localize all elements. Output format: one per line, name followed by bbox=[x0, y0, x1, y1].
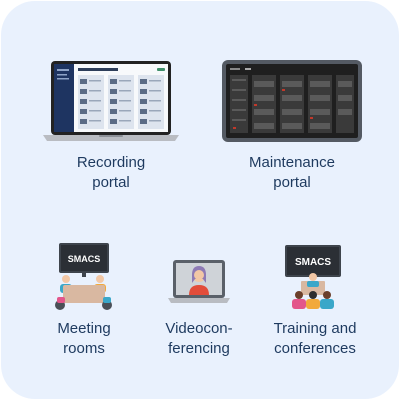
label-line: rooms bbox=[63, 340, 105, 357]
laptop-screenshot-icon bbox=[43, 61, 179, 141]
videoconferencing-label: Videocon- ferencing bbox=[149, 319, 249, 359]
videoconferencing-tile[interactable] bbox=[167, 259, 231, 305]
maintenance-portal-label: Maintenance portal bbox=[217, 153, 367, 193]
meeting-rooms-label: Meeting rooms bbox=[41, 319, 127, 359]
smacs-screen-text: SMACS bbox=[68, 254, 101, 264]
label-line: portal bbox=[92, 174, 130, 191]
training-conferences-tile[interactable]: SMACS bbox=[283, 243, 343, 311]
label-line: ferencing bbox=[168, 340, 230, 357]
label-line: conferences bbox=[274, 340, 356, 357]
smacs-screen-text: SMACS bbox=[295, 257, 331, 268]
label-line: Maintenance bbox=[249, 154, 335, 171]
training-presentation-icon: SMACS bbox=[285, 245, 341, 309]
label-line: Training and bbox=[273, 320, 357, 337]
video-call-laptop-icon bbox=[168, 260, 230, 303]
meeting-rooms-tile[interactable]: SMACS bbox=[53, 241, 115, 311]
meeting-room-icon: SMACS bbox=[55, 243, 112, 310]
tablet-dark-dashboard-icon bbox=[222, 60, 362, 142]
label-line: Videocon- bbox=[165, 320, 233, 337]
label-line: Meeting bbox=[57, 320, 111, 337]
label-line: portal bbox=[273, 174, 311, 191]
recording-portal-label: Recording portal bbox=[41, 153, 181, 193]
label-line: Recording bbox=[76, 154, 146, 171]
recording-portal-tile[interactable] bbox=[41, 59, 181, 143]
training-conferences-label: Training and conferences bbox=[257, 319, 373, 359]
maintenance-portal-tile[interactable] bbox=[221, 59, 363, 143]
